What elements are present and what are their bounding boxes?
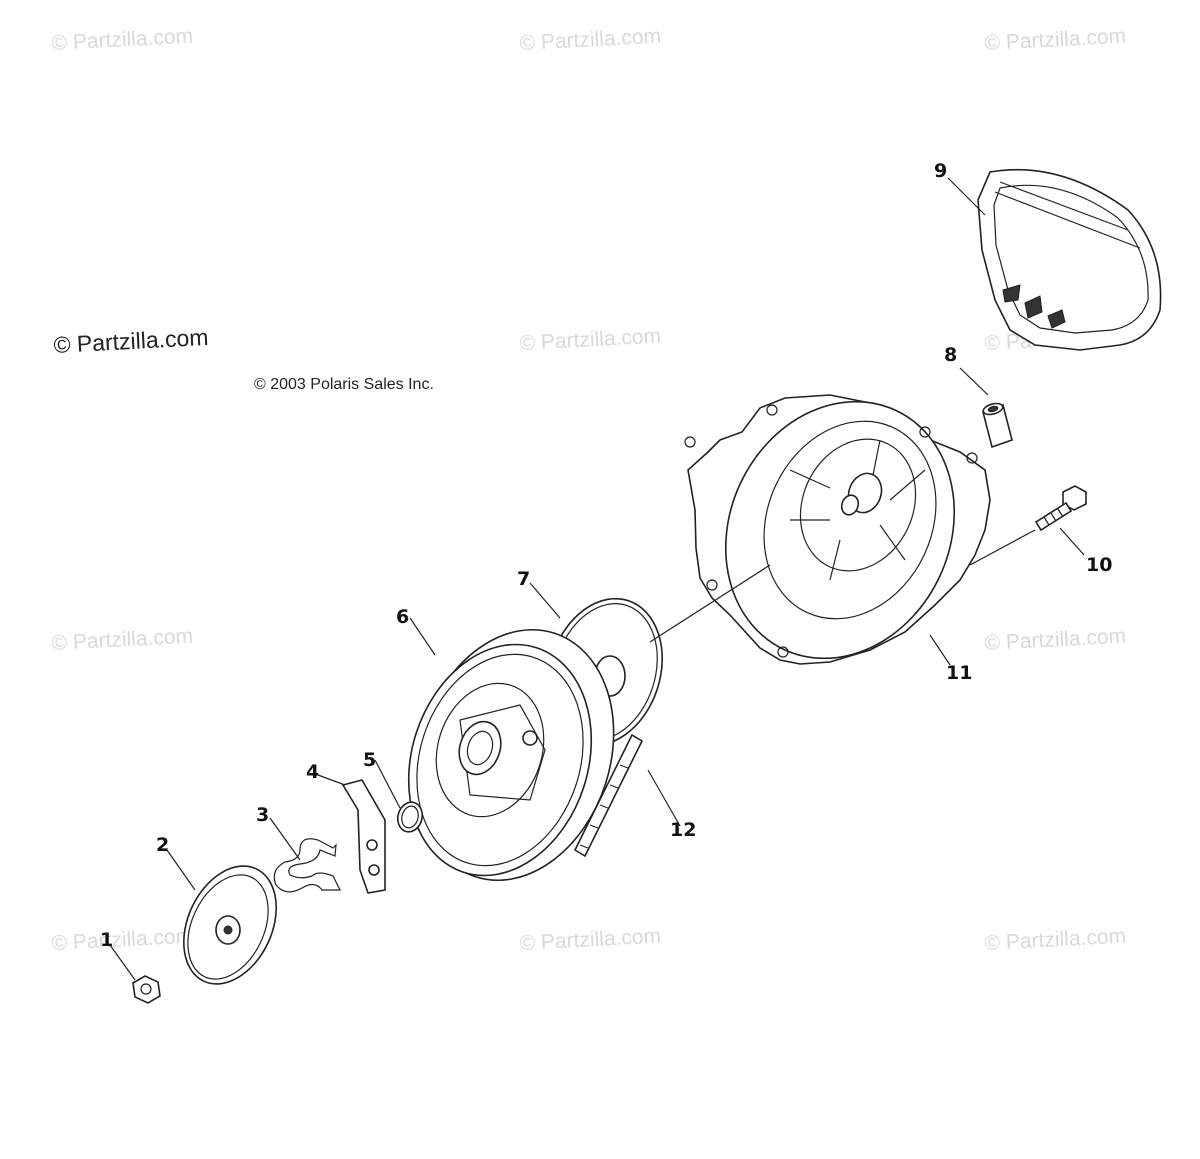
callout-4: 4	[306, 761, 319, 783]
callout-numbers: 1 2 3 4 5 6 7 8 9 10 11 12	[100, 160, 1112, 951]
spring-wire-part-3	[273, 838, 341, 893]
watermark: © Partzilla.com	[51, 25, 194, 55]
main-watermark: © Partzilla.com	[53, 324, 209, 358]
bushing-part-8	[982, 402, 1013, 449]
bolt-part-10	[1034, 485, 1087, 532]
callout-3: 3	[256, 804, 269, 826]
callout-6: 6	[396, 606, 409, 628]
recoil-handle-part-9	[977, 168, 1162, 351]
watermark: © Partzilla.com	[984, 25, 1127, 55]
callout-12: 12	[670, 819, 696, 841]
callout-9: 9	[934, 160, 947, 182]
watermark: © Partzilla.com	[51, 925, 194, 955]
watermark: © Partzilla.com	[519, 25, 662, 55]
pawl-part-4	[341, 779, 386, 894]
leader-lines	[109, 177, 1085, 981]
watermark: © Partzilla.com	[519, 325, 662, 355]
watermark: © Partzilla.com	[984, 925, 1127, 955]
callout-2: 2	[156, 834, 169, 856]
callout-8: 8	[944, 344, 957, 366]
recoil-pulley-part-6	[407, 628, 615, 882]
recoil-housing-part-11	[684, 394, 991, 665]
watermark: © Partzilla.com	[51, 625, 194, 655]
callout-1: 1	[100, 929, 113, 951]
nut-part-1	[132, 975, 161, 1004]
callout-7: 7	[517, 568, 530, 590]
washer-plate-part-2	[182, 865, 278, 985]
spring-part-5	[396, 801, 424, 833]
watermark: © Partzilla.com	[519, 925, 662, 955]
callout-10: 10	[1086, 554, 1112, 576]
copyright-notice: © 2003 Polaris Sales Inc.	[254, 376, 434, 393]
watermark: © Partzilla.com	[984, 625, 1127, 655]
callout-5: 5	[363, 749, 376, 771]
callout-11: 11	[946, 662, 972, 684]
